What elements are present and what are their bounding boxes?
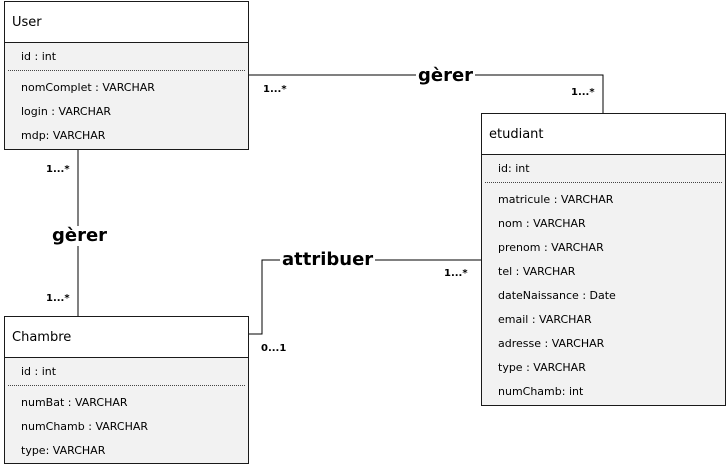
relation-label-chambre-etudiant: attribuer <box>280 249 376 270</box>
entity-chambre-attributes: numBat : VARCHAR numChamb : VARCHAR type… <box>5 386 248 463</box>
attribute: mdp: VARCHAR <box>21 129 106 142</box>
entity-user-title: User <box>5 2 248 43</box>
multiplicity-user-chambre-from: 1...* <box>46 164 70 175</box>
multiplicity-user-etudiant-to: 1...* <box>571 87 595 98</box>
attribute: numChamb : VARCHAR <box>21 420 149 433</box>
multiplicity-chambre-etudiant-from: 0...1 <box>261 343 287 354</box>
entity-chambre[interactable]: Chambre id : int numBat : VARCHAR numCha… <box>4 316 249 464</box>
entity-etudiant-title: etudiant <box>482 114 725 155</box>
entity-chambre-pk: id : int <box>8 358 245 386</box>
attribute: prenom : VARCHAR <box>498 241 604 254</box>
line-user-etudiant <box>249 74 604 113</box>
attribute: matricule : VARCHAR <box>498 193 614 206</box>
entity-etudiant-attributes: matricule : VARCHAR nom : VARCHAR prenom… <box>482 183 725 404</box>
relation-label-user-etudiant: gèrer <box>416 65 476 86</box>
multiplicity-user-etudiant-from: 1...* <box>263 84 287 95</box>
attribute: tel : VARCHAR <box>498 265 576 278</box>
attribute: adresse : VARCHAR <box>498 337 605 350</box>
relation-label-user-chambre: gèrer <box>50 225 110 246</box>
entity-user[interactable]: User id : int nomComplet : VARCHAR login… <box>4 1 249 150</box>
attribute: nom : VARCHAR <box>498 217 586 230</box>
attribute: email : VARCHAR <box>498 313 592 326</box>
multiplicity-chambre-etudiant-to: 1...* <box>444 268 468 279</box>
attribute: login : VARCHAR <box>21 105 112 118</box>
attribute: dateNaissance : Date <box>498 289 616 302</box>
entity-etudiant-pk: id: int <box>485 155 722 183</box>
multiplicity-user-chambre-to: 1...* <box>46 293 70 304</box>
entity-user-attributes: nomComplet : VARCHAR login : VARCHAR mdp… <box>5 71 248 148</box>
entity-user-pk: id : int <box>8 43 245 71</box>
entity-chambre-title: Chambre <box>5 317 248 358</box>
entity-etudiant[interactable]: etudiant id: int matricule : VARCHAR nom… <box>481 113 726 406</box>
attribute: type: VARCHAR <box>21 444 106 457</box>
attribute: nomComplet : VARCHAR <box>21 81 155 94</box>
attribute: numChamb: int <box>498 385 584 398</box>
attribute: type : VARCHAR <box>498 361 586 374</box>
attribute: numBat : VARCHAR <box>21 396 128 409</box>
